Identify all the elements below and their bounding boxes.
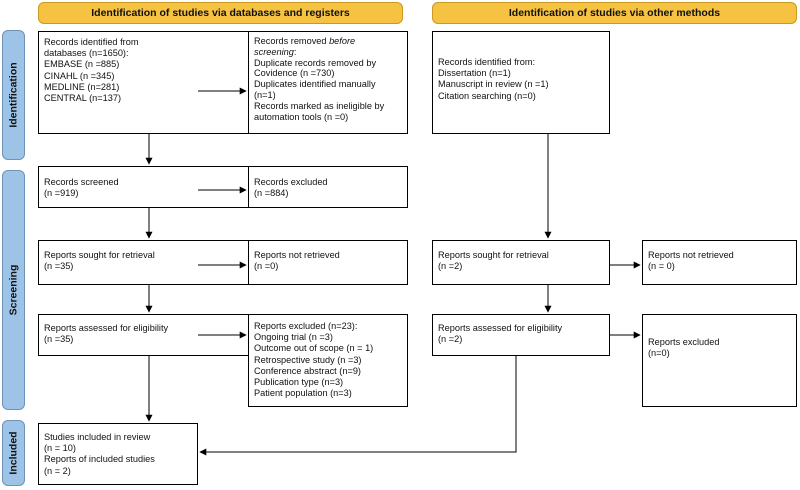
- box-line: (n=0): [648, 348, 670, 359]
- box-line: Records excluded: [254, 177, 328, 187]
- box-line: Covidence (n =730): [254, 68, 335, 79]
- header-databases: Identification of studies via databases …: [38, 2, 403, 24]
- box-line: CINAHL (n =345): [44, 70, 115, 81]
- box-line: Records identified from: [44, 37, 139, 47]
- box-line: Reports assessed for eligibility: [438, 323, 563, 333]
- reports-assessed-db-box: Reports assessed for eligibility (n =35): [38, 314, 260, 356]
- reports-assessed-other-box: Reports assessed for eligibility (n =2): [432, 314, 610, 356]
- box-line: Duplicates identified manually: [254, 79, 376, 90]
- box-line: CENTRAL (n=137): [44, 93, 122, 104]
- other-identified-box: Records identified from: Dissertation (n…: [432, 31, 610, 134]
- box-line: Ongoing trial (n =3): [254, 332, 333, 343]
- reports-sought-db-box: Reports sought for retrieval (n =35): [38, 240, 260, 285]
- box-line: Reports excluded: [648, 337, 720, 347]
- box-line: (n =35): [44, 334, 74, 345]
- box-line: Dissertation (n=1): [438, 68, 511, 79]
- box-line: Studies included in review: [44, 432, 151, 442]
- box-line: (n =0): [254, 261, 279, 272]
- box-line: (n = 2): [44, 465, 71, 476]
- text-italic: screening: [254, 46, 294, 57]
- box-line: Reports excluded (n=23):: [254, 321, 358, 331]
- box-line: (n = 0): [648, 261, 675, 272]
- header-other-methods: Identification of studies via other meth…: [432, 2, 797, 24]
- box-line: (n =35): [44, 261, 74, 272]
- box-line: screening:: [254, 47, 402, 58]
- reports-not-retrieved-other-box: Reports not retrieved (n = 0): [642, 240, 797, 285]
- box-line: (n =2): [438, 334, 463, 345]
- box-line: Reports of included studies: [44, 454, 155, 465]
- box-line: Manuscript in review (n =1): [438, 79, 549, 90]
- box-line: Publication type (n=3): [254, 377, 344, 388]
- text-italic: before: [329, 36, 356, 46]
- box-line: Conference abstract (n=9): [254, 365, 361, 376]
- box-line: databases (n=1650):: [44, 48, 129, 59]
- box-line: (n = 10): [44, 443, 76, 454]
- box-line: Patient population (n=3): [254, 388, 352, 399]
- phase-included: Included: [2, 420, 25, 486]
- box-line: (n =884): [254, 188, 289, 199]
- box-line: Records marked as ineligible by: [254, 100, 385, 111]
- box-line: Duplicate records removed by: [254, 57, 377, 68]
- records-identified-box: Records identified from databases (n=165…: [38, 31, 260, 134]
- box-line: Reports assessed for eligibility: [44, 323, 169, 333]
- text: Records removed: [254, 36, 330, 46]
- box-line: (n=1): [254, 89, 276, 100]
- box-line: Reports not retrieved: [254, 250, 340, 260]
- records-removed-box: Records removed before screening: Duplic…: [248, 31, 408, 134]
- box-line: MEDLINE (n=281): [44, 81, 120, 92]
- records-screened-box: Records screened (n =919): [38, 166, 260, 208]
- reports-excluded-db-box: Reports excluded (n=23): Ongoing trial (…: [248, 314, 408, 407]
- box-line: Records removed before: [254, 36, 402, 47]
- phase-screening: Screening: [2, 170, 25, 410]
- reports-sought-other-box: Reports sought for retrieval (n =2): [432, 240, 610, 285]
- text: :: [293, 46, 297, 57]
- box-line: (n =919): [44, 188, 79, 199]
- box-line: automation tools (n =0): [254, 111, 349, 122]
- box-line: (n =2): [438, 261, 463, 272]
- box-line: EMBASE (n =885): [44, 59, 120, 70]
- reports-excluded-other-box: Reports excluded (n=0): [642, 314, 797, 407]
- box-line: Retrospective study (n =3): [254, 354, 362, 365]
- reports-not-retrieved-db-box: Reports not retrieved (n =0): [248, 240, 408, 285]
- box-line: Records identified from:: [438, 57, 536, 67]
- records-excluded-box: Records excluded (n =884): [248, 166, 408, 208]
- box-line: Reports sought for retrieval: [438, 250, 549, 260]
- box-line: Reports sought for retrieval: [44, 250, 155, 260]
- studies-included-box: Studies included in review (n = 10) Repo…: [38, 423, 198, 485]
- box-line: Outcome out of scope (n = 1): [254, 343, 374, 354]
- phase-identification: Identification: [2, 30, 25, 160]
- box-line: Records screened: [44, 177, 119, 187]
- box-line: Citation searching (n=0): [438, 90, 536, 101]
- box-line: Reports not retrieved: [648, 250, 734, 260]
- arrow-other-assessed-to-included: [199, 356, 517, 456]
